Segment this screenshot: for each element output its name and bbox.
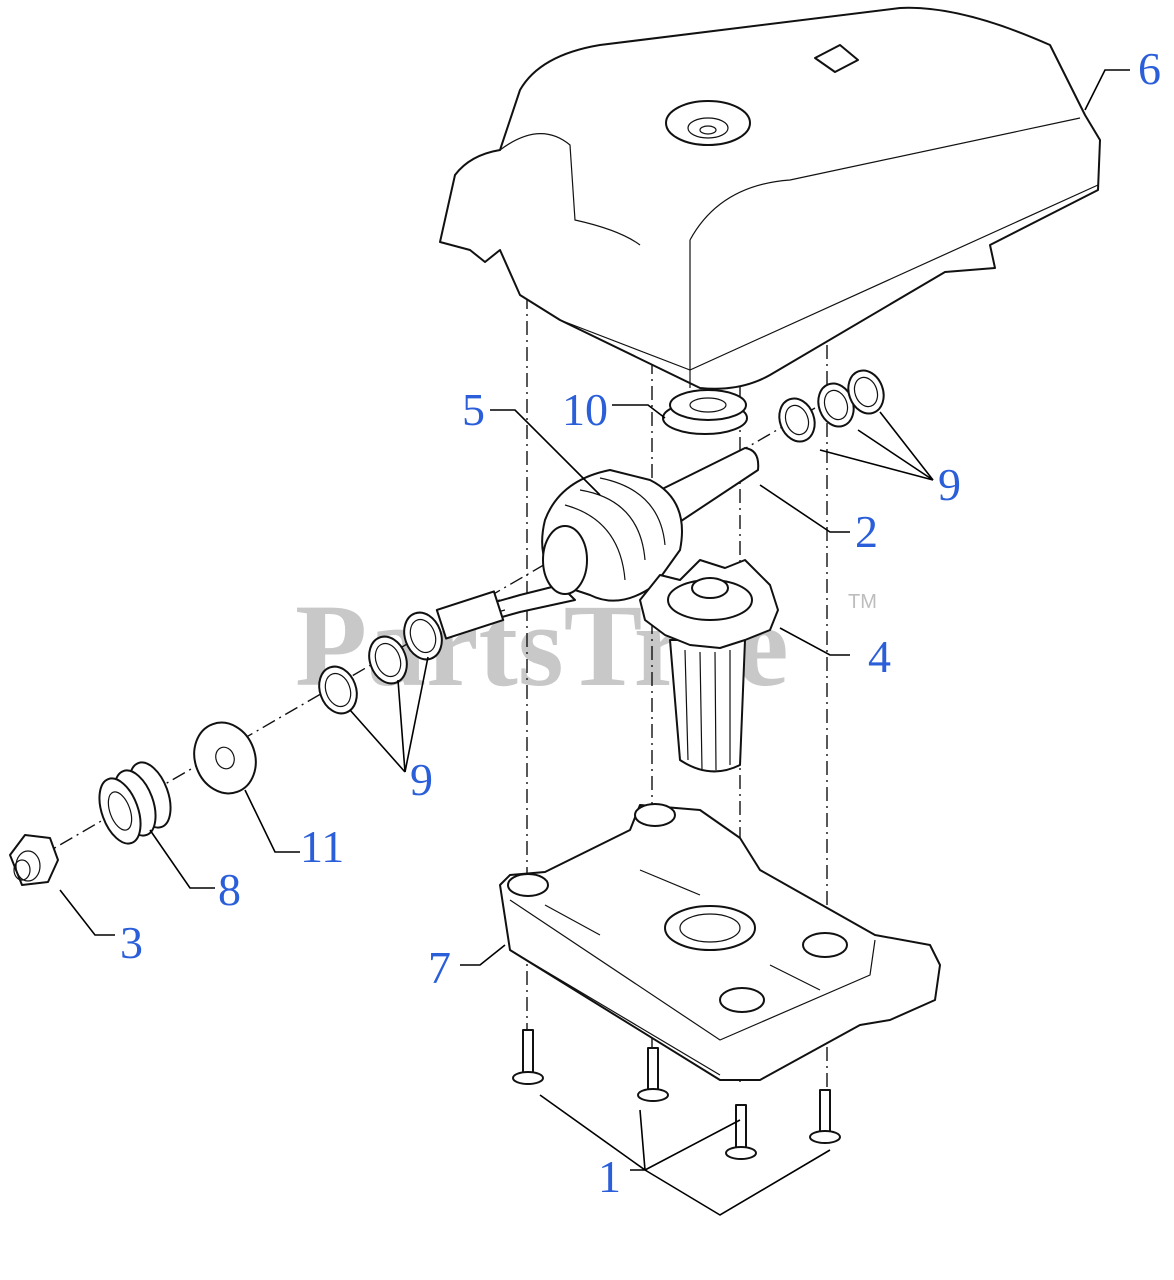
part-9-washers-lower: [318, 611, 443, 715]
callout-3: 3: [120, 917, 143, 968]
part-6-top-cover: [439, 6, 1101, 390]
part-4-pinion-gear: [639, 559, 779, 773]
leader-lines: [59, 69, 1130, 1216]
callout-2: 2: [855, 506, 878, 557]
part-7-base-housing: [499, 803, 941, 1081]
part-5-worm-gear: [541, 469, 683, 602]
callout-1: 1: [598, 1151, 621, 1202]
part-11-flat-washer: [193, 721, 257, 795]
callout-11: 11: [300, 821, 344, 872]
part-3-hex-nut: [9, 834, 59, 886]
callout-9-upper: 9: [938, 459, 961, 510]
part-1-screws: [512, 1029, 841, 1160]
part-10-grommet: [662, 389, 748, 435]
callout-4: 4: [868, 631, 891, 682]
part-9-washers-upper: [778, 369, 885, 443]
callout-9-lower: 9: [410, 754, 433, 805]
callout-8: 8: [218, 864, 241, 915]
callout-5: 5: [462, 384, 485, 435]
callout-6: 6: [1138, 43, 1161, 94]
watermark-trademark: TM: [848, 591, 877, 613]
callout-10: 10: [562, 384, 608, 435]
callouts: 6 10 5 9 2 4 9 11 8 3 7 1: [120, 43, 1161, 1202]
part-8-spring: [98, 761, 172, 845]
callout-7: 7: [428, 942, 451, 993]
